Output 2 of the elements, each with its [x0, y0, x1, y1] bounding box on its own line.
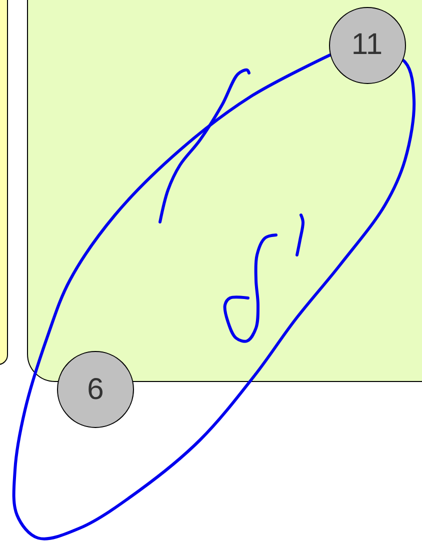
number-label: 11 — [351, 28, 383, 62]
number-label: 6 — [87, 372, 104, 406]
